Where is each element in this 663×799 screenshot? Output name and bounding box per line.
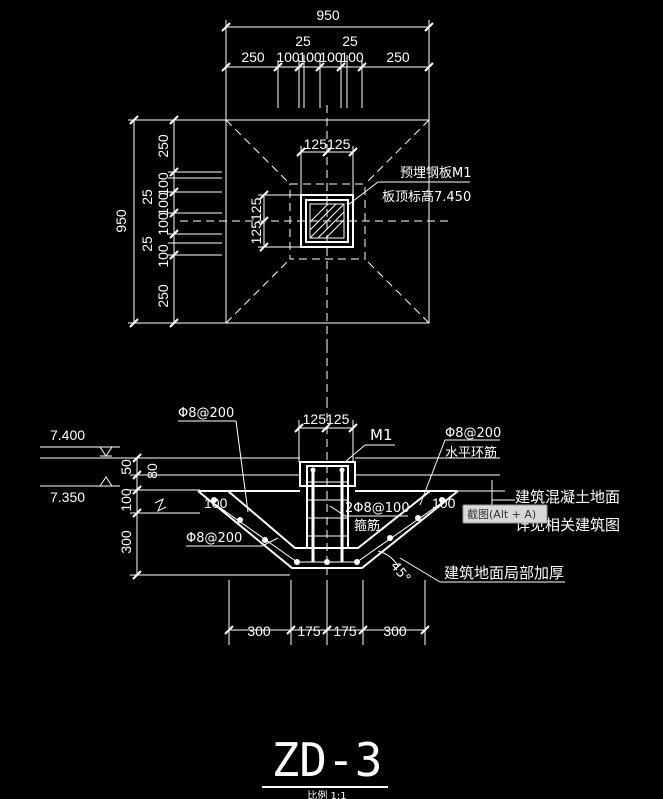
plan-label-embedded-plate: 预埋钢板M1 bbox=[400, 166, 472, 181]
section-dim-100-slab-left: 100 bbox=[204, 495, 228, 511]
plan-dim-top-3: 100 bbox=[298, 49, 322, 65]
plan-dim-left-6: 25 bbox=[139, 236, 155, 252]
plan-dim-left-4: 100 bbox=[155, 192, 171, 216]
plan-dim-left-3: 100 bbox=[155, 172, 171, 196]
section-note-thickened-floor: 建筑地面局部加厚 bbox=[444, 564, 564, 582]
plan-dim-left-1: 250 bbox=[155, 134, 171, 158]
drawing-subtitle: 比例 1:1 bbox=[307, 789, 346, 799]
section-dim-300-left: 300 bbox=[118, 530, 134, 554]
plan-dim-top-25-left: 25 bbox=[295, 33, 311, 49]
section-stirrup: 2Φ8@100 bbox=[345, 501, 410, 516]
plan-dim-left-5: 100 bbox=[155, 212, 171, 236]
plan-dim-left-2: 25 bbox=[139, 189, 155, 205]
plan-dim-total-top: 950 bbox=[316, 7, 340, 23]
section-dim-bottom-3: 175 bbox=[333, 623, 357, 639]
section-dim-100-left: 100 bbox=[118, 488, 134, 512]
section-elev-top: 7.400 bbox=[50, 427, 85, 443]
plan-dim-top-25-right: 25 bbox=[342, 33, 358, 49]
drawing-title-text: ZD-3 bbox=[272, 733, 383, 787]
plan-dim-left-8: 250 bbox=[155, 284, 171, 308]
plan-dim-top-2: 100 bbox=[276, 49, 300, 65]
section-view: 125125 M1 Φ8@200 Φ8@200 水平环筋 7.400 7.350 bbox=[40, 400, 620, 645]
section-dim-100-slab-right: 100 bbox=[432, 495, 456, 511]
section-rebar-left: Φ8@200 bbox=[178, 406, 234, 421]
drawing-title: ZD-3 比例 1:1 bbox=[262, 733, 388, 799]
section-dim-80: 80 bbox=[144, 463, 160, 479]
section-dim-top: 125125 bbox=[303, 411, 350, 427]
section-rebar-right: Φ8@200 bbox=[445, 426, 501, 441]
section-stirrup-label: 箍筋 bbox=[354, 518, 380, 534]
plan-dim-top-6: 250 bbox=[386, 49, 410, 65]
plan-dim-top-5: 100 bbox=[340, 49, 364, 65]
section-label-horizontal-ring: 水平环筋 bbox=[445, 445, 497, 461]
plan-dim-left-7: 100 bbox=[155, 244, 171, 268]
section-dim-bottom-4: 300 bbox=[383, 623, 407, 639]
tooltip-text: 截图(Alt + A) bbox=[467, 507, 536, 521]
plan-view: 950 250 100 100 100 100 250 25 25 bbox=[113, 7, 472, 345]
section-dim-bottom-1: 300 bbox=[247, 623, 271, 639]
plan-label-top-elevation: 板顶标高7.450 bbox=[382, 189, 471, 205]
plan-dim-top-4: 100 bbox=[319, 49, 343, 65]
plan-dim-inner-top: 125125 bbox=[304, 136, 351, 152]
section-dim-50: 50 bbox=[118, 459, 134, 475]
plan-dim-total-left: 950 bbox=[113, 209, 129, 233]
plan-dim-inner-left: 125125 bbox=[248, 197, 264, 244]
section-dim-bottom-2: 175 bbox=[297, 623, 321, 639]
section-note-concrete-floor: 建筑混凝土地面 bbox=[515, 488, 620, 506]
plan-dim-top-1: 250 bbox=[241, 49, 265, 65]
section-label-m1: M1 bbox=[370, 426, 393, 444]
section-rebar-bottom: Φ8@200 bbox=[186, 531, 242, 546]
screenshot-tooltip: 截图(Alt + A) bbox=[462, 504, 548, 524]
section-elev-bottom: 7.350 bbox=[50, 489, 85, 505]
